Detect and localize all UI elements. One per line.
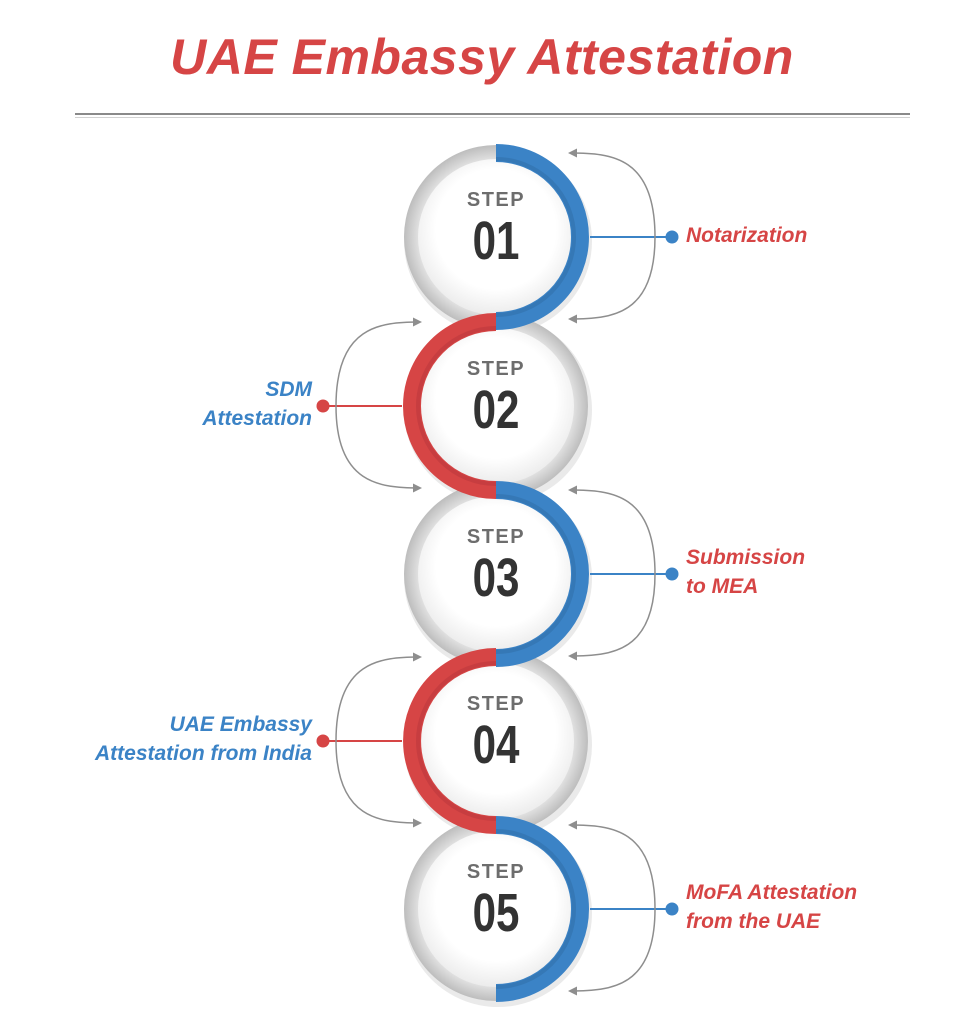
step-1-connector-dot (665, 230, 679, 244)
step-5-arc (495, 816, 589, 1002)
step-circles (404, 145, 588, 1001)
step-1-number: 01 (472, 211, 520, 271)
step-5-connector-dot (665, 902, 679, 916)
step-2-cycle-arrow-bottom (335, 405, 422, 493)
step-3-arc-shade (495, 494, 576, 654)
step-2-number: 02 (472, 380, 520, 440)
step-5-word: STEP (466, 861, 526, 883)
step-2-inner-disc (418, 328, 574, 484)
step-1-cycle-arrow-top (568, 148, 656, 238)
cycle-arrows (335, 148, 656, 996)
step-2-arc-shade (416, 326, 497, 486)
step-1-label: Notarization (686, 221, 807, 250)
step-2-label: SDM Attestation (202, 375, 312, 433)
step-2-cycle-arrow-top (335, 317, 422, 407)
step-1-inner-disc (418, 159, 574, 315)
step-3-word: STEP (466, 526, 526, 548)
step-4-connector-dot (316, 734, 330, 748)
step-4-arc-shade (416, 661, 497, 821)
step-2-word: STEP (466, 358, 526, 380)
step-5-label: MoFA Attestation from the UAE (686, 878, 857, 936)
step-5-label-line: from the UAE (686, 910, 821, 933)
step-4-label-line: UAE Embassy (169, 713, 312, 736)
step-3-cycle-arrow-top (568, 485, 656, 575)
step-4-cycle-arrow-top (335, 652, 422, 742)
step-5-cycle-arrow-bottom (568, 908, 656, 996)
page-title: UAE Embassy Attestation (170, 29, 794, 85)
step-2-arc (403, 313, 497, 499)
step-3-cycle-arrow-bottom (568, 573, 656, 661)
step-1-word: STEP (466, 189, 526, 211)
title-divider (75, 113, 910, 118)
step-5-cycle-arrow-top (568, 820, 656, 910)
step-3-arc (495, 481, 589, 667)
step-2-connector-dot (316, 399, 330, 413)
step-1-label-line: Notarization (686, 223, 808, 247)
step-4-cycle-arrow-bottom (335, 740, 422, 828)
step-5-label-line: MoFA Attestation (686, 881, 858, 904)
step-1-arc-shade (495, 157, 576, 317)
step-1-cycle-arrow-bottom (568, 236, 656, 324)
step-5-inner-disc (418, 831, 574, 987)
step-4-word: STEP (466, 693, 526, 715)
step-4-arc (403, 648, 497, 834)
step-3-inner-disc (418, 496, 574, 652)
step-3-label: Submission to MEA (686, 543, 805, 601)
step-3-label-line: to MEA (686, 575, 759, 598)
step-3-label-line: Submission (686, 546, 806, 569)
step-4-number: 04 (472, 715, 520, 775)
colored-arcs (403, 144, 589, 1002)
step-1-arc (495, 144, 589, 330)
step-5-arc-shade (495, 829, 576, 989)
step-4-inner-disc (418, 663, 574, 819)
step-3-number: 03 (472, 548, 520, 608)
step-4-label-line: Attestation from India (94, 742, 312, 765)
step-2-label-line: Attestation (202, 407, 312, 430)
step-5-number: 05 (472, 883, 520, 943)
step-3-connector-dot (665, 567, 679, 581)
step-2-label-line: SDM (265, 378, 312, 401)
